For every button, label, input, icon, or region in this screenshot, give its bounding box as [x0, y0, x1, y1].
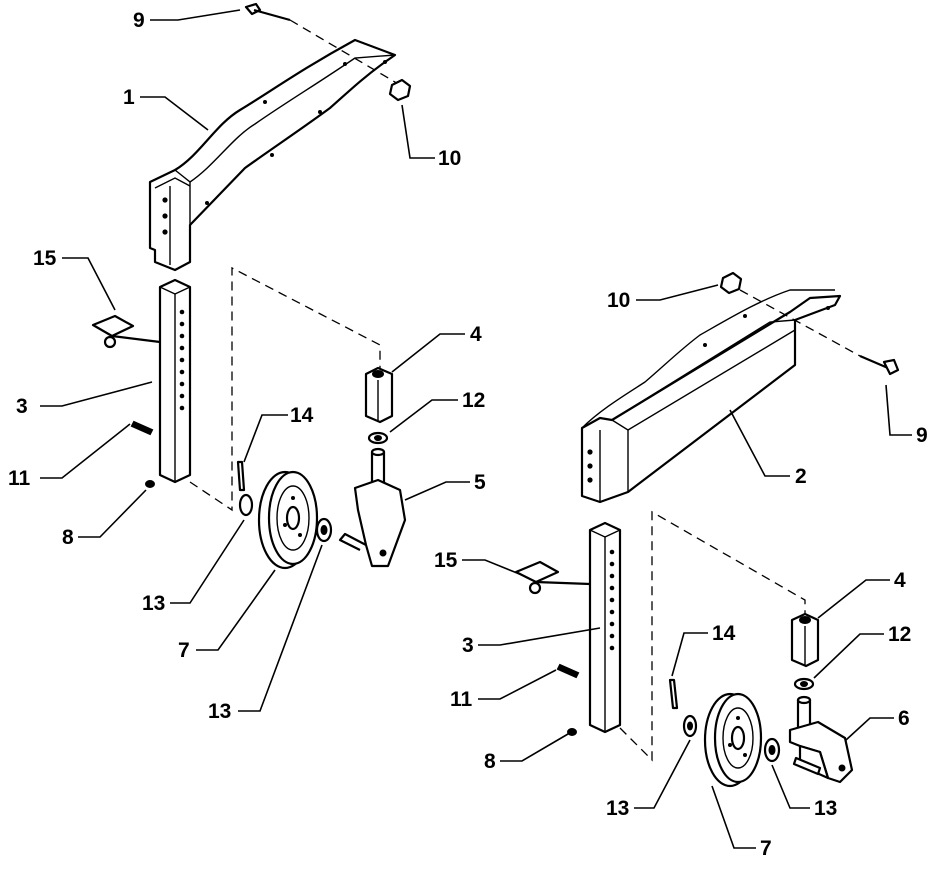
- callout-15-right: 15: [434, 549, 458, 572]
- centerline-right: [619, 510, 806, 762]
- callout-14-left: 14: [290, 404, 314, 427]
- callout-labels: 9 1 10 15 3 11 8 4 12 14 5 13 7 13 10 9 …: [8, 9, 928, 860]
- bolt-axis-left: [289, 19, 401, 86]
- block-part-4-right: [790, 612, 820, 668]
- callout-13-left-b: 13: [208, 700, 231, 723]
- callout-4-left: 4: [470, 323, 482, 346]
- callout-9-right: 9: [916, 424, 928, 447]
- fork-part-6-right: [788, 695, 854, 784]
- wheel-part-7-left: [257, 470, 319, 570]
- callout-15-left: 15: [33, 247, 57, 270]
- callout-8-left: 8: [62, 526, 74, 549]
- callout-11-left: 11: [8, 467, 31, 490]
- nut-part-10-left: [388, 78, 412, 102]
- bolt-part-9-right: [859, 354, 900, 376]
- callout-13-right-b: 13: [814, 797, 837, 820]
- left-assembly: [91, 2, 412, 570]
- callout-4-right: 4: [894, 569, 906, 592]
- callout-14-right: 14: [712, 622, 736, 645]
- callout-3-left: 3: [16, 395, 28, 418]
- arm-bracket-part-1: [148, 38, 397, 272]
- bolt-part-9-left: [244, 2, 291, 22]
- callout-10-right: 10: [607, 289, 630, 312]
- callout-10-left: 10: [438, 147, 461, 170]
- tube-part-3-left: [158, 278, 192, 484]
- wheel-part-7-right: [703, 692, 763, 788]
- callout-3-right: 3: [462, 634, 474, 657]
- callout-1: 1: [123, 86, 135, 109]
- callout-12-left: 12: [462, 389, 485, 412]
- pin-part-15-right: [514, 560, 591, 595]
- fitting-part-8-right: [567, 728, 577, 736]
- callout-7-right: 7: [760, 837, 772, 860]
- block-part-4-left: [364, 366, 394, 424]
- cotter-pin-part-14-right: [668, 678, 679, 710]
- washer-part-13-left-a: [238, 493, 254, 517]
- callout-2: 2: [795, 465, 807, 488]
- nut-part-10-right: [719, 271, 743, 295]
- callout-9-left: 9: [133, 9, 145, 32]
- leader-lines: [40, 9, 912, 849]
- callout-13-right-a: 13: [606, 797, 629, 820]
- callout-13-left-a: 13: [142, 592, 165, 615]
- callout-8-right: 8: [484, 750, 496, 773]
- fork-part-5-left: [338, 447, 407, 568]
- pin-part-11-right: [556, 663, 580, 679]
- cotter-pin-part-14-left: [236, 460, 246, 492]
- arm-bracket-part-2: [580, 289, 842, 504]
- callout-5: 5: [474, 471, 486, 494]
- callout-7-left: 7: [178, 639, 190, 662]
- callout-12-right: 12: [888, 623, 911, 646]
- fitting-part-8-left: [145, 480, 155, 488]
- pin-part-11-left: [130, 420, 154, 436]
- callout-6: 6: [898, 707, 910, 730]
- pin-part-15-left: [91, 314, 161, 349]
- bolt-axis-right: [739, 289, 861, 357]
- tube-part-3-right: [588, 521, 622, 734]
- right-assembly: [514, 271, 900, 788]
- centerline-left: [189, 266, 381, 512]
- callout-11-right: 11: [450, 688, 473, 711]
